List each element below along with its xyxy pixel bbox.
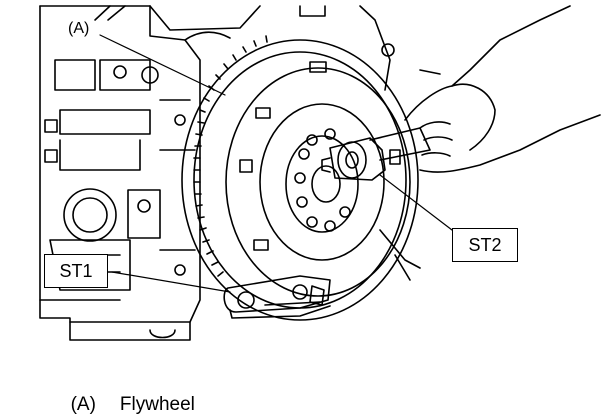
caption-marker: (A) [70,394,96,415]
callout-st2-text: ST2 [468,235,502,255]
callout-st1-label: ST1 [44,254,108,288]
hand-sleeve [404,5,601,173]
caption-text: Flywheel [119,394,195,415]
flywheel-face [225,61,411,297]
callout-st1-text: ST1 [59,261,93,281]
st1-tool [223,275,331,319]
st2-tool [321,127,431,181]
engine-top-details [94,5,441,281]
engine-block [39,5,201,341]
callout-st2-label: ST2 [452,228,518,262]
flywheel-installation-illustration [39,5,601,341]
flywheel-ring-gear [181,35,419,321]
figure-caption: (A) Flywheel [60,372,195,416]
leader-lines [99,34,453,293]
callout-a-label: (A) [66,20,92,38]
